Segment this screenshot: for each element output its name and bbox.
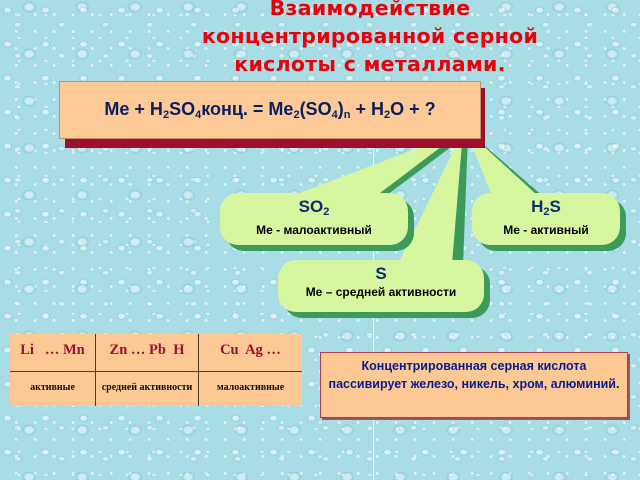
passivation-note-box: Концентрированная серная кислота пассиви… [320,352,628,418]
activity-label-active: активные [10,372,96,406]
title-line-2: концентрированной серной [201,24,539,48]
product-description-h2s: Me - активный [503,223,589,237]
product-bubble-h2s: H2S Me - активный [472,193,620,245]
activity-header-medium: Zn … Pb H [96,334,199,372]
title-line-3: кислоты с металлами. [234,52,506,76]
product-description-s: Me – средней активности [305,285,457,299]
title-line-1: Взаимодействие [269,0,471,20]
formula-text: Me + H2SO4конц. = Me2(SO4)n + H2O + ? [104,99,436,121]
passivation-note-text: Концентрированная серная кислота пассиви… [328,359,620,391]
activity-header-low: Cu Ag … [199,334,302,372]
product-formula-so2: SO2 [298,197,330,218]
product-bubble-s: S Me – средней активности [278,260,484,312]
product-bubble-so2: SO2 Me - малоактивный [220,193,408,245]
activity-header-active: Li … Mn [10,334,96,372]
product-formula-s: S [375,264,387,283]
activity-label-medium: средней активности [96,372,199,406]
slide-title: Взаимодействие концентрированной серной … [150,0,590,78]
reaction-formula-box: Me + H2SO4конц. = Me2(SO4)n + H2O + ? [59,81,481,139]
activity-label-low: малоактивные [216,382,285,393]
product-description-so2: Me - малоактивный [256,223,372,237]
metal-activity-series-table: Li … Mn Zn … Pb H Cu Ag … активные средн… [10,334,302,406]
product-formula-h2s: H2S [531,197,561,218]
